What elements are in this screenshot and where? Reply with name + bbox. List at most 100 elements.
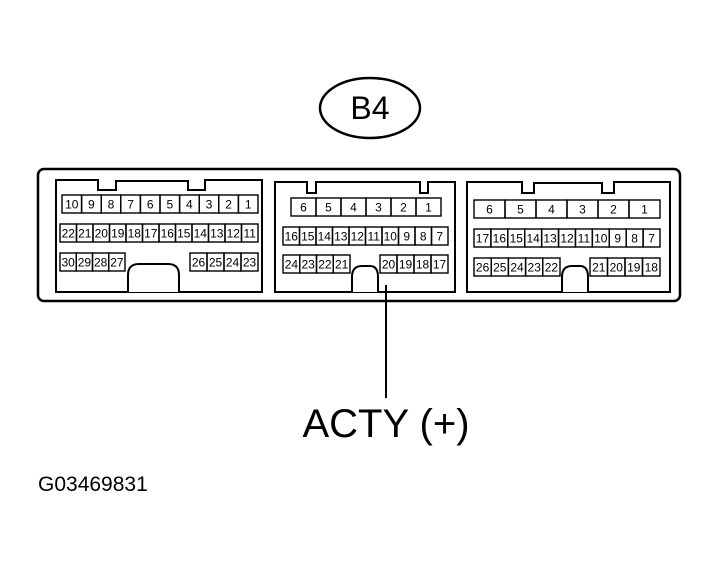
terminal-number: 12 [351,230,365,244]
block-1-key-notch [127,263,180,292]
terminal-number: 11 [578,232,591,246]
terminal-number: 17 [144,227,158,241]
terminal-number: 9 [88,198,95,212]
terminal-cell [237,194,259,214]
terminal-number: 1 [245,198,252,212]
terminal-cell [641,257,661,277]
terminal-number: 11 [368,230,381,244]
terminal-number: 27 [110,256,124,270]
terminal-number: 19 [111,227,125,241]
terminal-number: 25 [209,256,223,270]
terminal-number: 17 [476,232,490,246]
terminal-number: 29 [78,256,92,270]
terminal-number: 14 [318,230,332,244]
terminal-number: 7 [127,198,134,212]
terminal-number: 23 [301,258,315,272]
terminal-number: 22 [318,258,332,272]
terminal-number: 15 [510,232,524,246]
terminal-cell [628,199,661,219]
terminal-number: 9 [614,232,621,246]
terminal-number: 10 [594,232,608,246]
terminal-number: 12 [560,232,574,246]
terminal-number: 2 [225,198,232,212]
terminal-number: 13 [334,230,348,244]
terminal-number: 4 [548,203,555,217]
terminal-number: 21 [592,261,606,275]
connector-label: B4 [350,90,389,126]
terminal-number: 12 [227,227,241,241]
terminal-number: 3 [375,201,382,215]
block-2-key-notch [351,265,379,292]
terminal-number: 18 [416,258,430,272]
terminal-number: 2 [610,203,617,217]
terminal-number: 24 [510,261,524,275]
terminal-number: 1 [641,203,648,217]
terminal-number: 15 [177,227,191,241]
terminal-number: 3 [206,198,213,212]
terminal-number: 26 [192,256,206,270]
terminal-number: 20 [95,227,109,241]
terminal-number: 4 [186,198,193,212]
terminal-number: 5 [517,203,524,217]
figure-code: G03469831 [38,473,148,496]
terminal-number: 11 [244,227,257,241]
terminal-number: 20 [610,261,624,275]
terminal-cell [430,254,449,274]
block-3-top-row: 6 5 4 3 2 1 [473,199,661,219]
terminal-number: 2 [400,201,407,215]
connector-label-oval [318,76,422,140]
terminal-number: 22 [62,227,76,241]
terminal-number: 10 [384,230,398,244]
connector-housing [36,167,682,303]
terminal-number: 22 [545,261,559,275]
terminal-cell [240,252,259,272]
terminal-number: 24 [285,258,299,272]
terminal-number: 13 [210,227,224,241]
terminal-number: 4 [350,201,357,215]
terminal-number: 5 [166,198,173,212]
terminal-number: 21 [335,258,349,272]
terminal-cell [430,226,449,246]
terminal-cell [642,228,661,248]
signal-label: ACTY (+) [302,402,469,446]
block-2-outline [274,181,456,293]
terminal-20-acty-number: 20 [382,258,396,272]
terminal-cell [332,254,351,274]
terminal-number: 3 [579,203,586,217]
terminal-number: 14 [527,232,541,246]
terminal-number: 30 [61,256,75,270]
terminal-number: 6 [300,201,307,215]
terminal-number: 9 [403,230,410,244]
terminal-number: 23 [243,256,257,270]
terminal-number: 7 [436,230,443,244]
terminal-number: 19 [627,261,641,275]
terminal-number: 5 [325,201,332,215]
terminal-number: 21 [78,227,92,241]
terminal-number: 24 [226,256,240,270]
terminal-number: 13 [543,232,557,246]
terminal-number: 18 [645,261,659,275]
terminal-number: 15 [301,230,315,244]
terminal-number: 6 [147,198,154,212]
terminal-number: 25 [493,261,507,275]
terminal-cell [108,252,126,272]
terminal-number: 8 [108,198,115,212]
terminal-number: 16 [493,232,507,246]
block-1-outline [55,179,263,293]
terminal-number: 6 [486,203,493,217]
terminal-number: 7 [648,232,655,246]
terminal-number: 8 [420,230,427,244]
terminal-cell [542,257,561,277]
terminal-number: 16 [285,230,299,244]
terminal-number: 17 [433,258,447,272]
